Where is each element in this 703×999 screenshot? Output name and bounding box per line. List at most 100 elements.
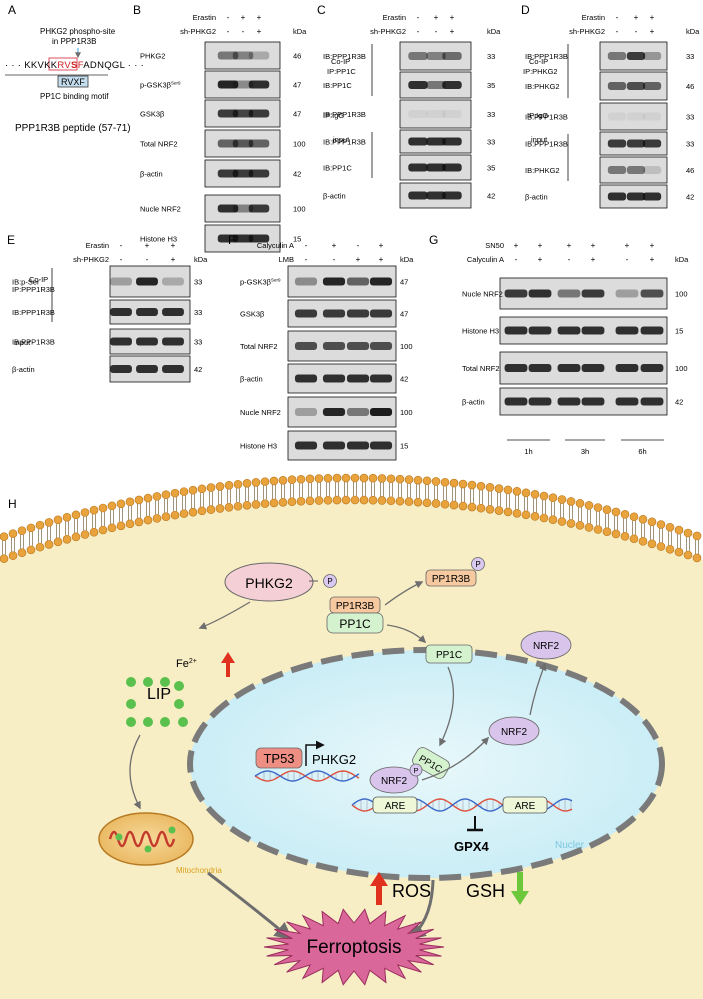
lipid-head <box>242 501 252 510</box>
treatment-mark: - <box>635 27 638 36</box>
ip-group-label: Co-IP <box>331 57 350 66</box>
blot-kda: 35 <box>487 164 495 173</box>
arrow-dephospho-nrf2 <box>421 736 490 781</box>
blot-band <box>626 166 646 174</box>
lipid-head <box>584 501 594 510</box>
treatment-label: sh-PHKG2 <box>569 27 605 36</box>
blot-band <box>626 52 646 60</box>
lipid-head <box>332 495 342 505</box>
nucleus-label: Nucler <box>555 840 585 851</box>
blot-band <box>162 308 184 316</box>
phospho-site-label-1: PHKG2 phospho-site <box>40 27 116 36</box>
blot-label: p-GSK3βSer9 <box>140 81 181 90</box>
blot-label: IB:PHKG2 <box>525 82 560 91</box>
lipid-head <box>485 505 495 514</box>
panel-b-letter: B <box>133 3 141 17</box>
lipid-head <box>368 495 378 505</box>
blot-band <box>232 80 254 89</box>
blot-band <box>504 397 528 406</box>
lipid-head <box>17 548 27 558</box>
blot-label: β-actin <box>240 375 263 384</box>
blot-band <box>322 441 346 450</box>
blot-kda: 15 <box>675 327 683 336</box>
treatment-mark: - <box>417 27 420 36</box>
treatment-label: Erastin <box>383 13 406 22</box>
pp1c-in-complex <box>326 612 384 634</box>
blot-band <box>346 441 370 450</box>
lipid-head <box>530 490 540 499</box>
blot-band <box>607 192 627 201</box>
lipid-head <box>8 529 18 538</box>
treatment-mark: + <box>591 255 596 264</box>
blot-band <box>346 277 370 286</box>
blot-band <box>322 342 346 350</box>
blot-frame <box>599 102 668 131</box>
mito-cristae <box>108 830 176 848</box>
lipid-head <box>89 505 99 515</box>
blot-band <box>232 169 254 178</box>
blot-band <box>442 191 462 200</box>
blot-band <box>615 289 639 298</box>
blot-band <box>615 397 639 406</box>
lipid-head <box>188 485 198 495</box>
peptide-sequence: · · · KKVKKRVSFADNQGL · · · <box>5 60 144 71</box>
blot-kda: 15 <box>400 442 408 451</box>
blot-kda: 33 <box>194 278 202 287</box>
blot-band <box>504 364 528 372</box>
blot-kda: 47 <box>293 110 301 119</box>
lipid-head <box>224 480 234 490</box>
lipid-head <box>287 497 297 507</box>
blot-band <box>346 408 370 416</box>
lipid-head <box>485 483 495 492</box>
lipid-head <box>134 495 144 505</box>
blot-row: Nucle NRF2 100 <box>240 396 413 428</box>
panel-d-letter: D <box>521 3 530 17</box>
lipid-head <box>152 492 162 501</box>
blot-label-superscript: Ser9 <box>171 81 181 86</box>
treatment-mark: + <box>538 241 543 250</box>
gsh-label: GSH <box>466 881 505 901</box>
blot-label-superscript: Ser9 <box>271 278 281 283</box>
blot-band <box>607 166 627 174</box>
lipid-head <box>269 498 279 508</box>
treatment-mark: + <box>650 255 655 264</box>
ip-group-label: Co-IP <box>529 57 548 66</box>
blot-kda: 33 <box>487 110 495 119</box>
treatment-label: Calyculin A <box>467 255 504 264</box>
iron-dot <box>160 677 170 687</box>
blot-label: β-actin <box>525 193 548 202</box>
blot-band <box>322 374 346 383</box>
kda-header: kDa <box>400 255 414 264</box>
blot-label: Nucle NRF2 <box>240 408 281 417</box>
pp1r3b-free <box>425 569 477 587</box>
lipid-head <box>575 521 585 530</box>
ip-group-label: IP:PHKG2 <box>523 67 558 76</box>
blot-label: IB:p-Ser <box>12 278 40 287</box>
treatment-mark: - <box>120 241 123 250</box>
blot-band <box>581 364 605 372</box>
iron-dot <box>174 699 184 709</box>
blot-band <box>248 109 270 118</box>
pp1c-in-complex-label: PP1C <box>339 617 371 631</box>
blot-band <box>232 109 254 118</box>
pp1r3b-in-complex-label: PP1R3B <box>336 601 375 612</box>
lipid-head <box>431 477 441 486</box>
blot-band <box>294 374 318 383</box>
blot-band <box>369 374 393 383</box>
blot-kda: 100 <box>400 408 413 417</box>
lipid-head <box>665 544 675 554</box>
gsh-down-arrow <box>511 872 529 905</box>
lipid-head <box>647 539 657 549</box>
treatment-mark: - <box>435 27 438 36</box>
lipid-head <box>161 512 171 522</box>
treatment-label: Erastin <box>582 13 605 22</box>
